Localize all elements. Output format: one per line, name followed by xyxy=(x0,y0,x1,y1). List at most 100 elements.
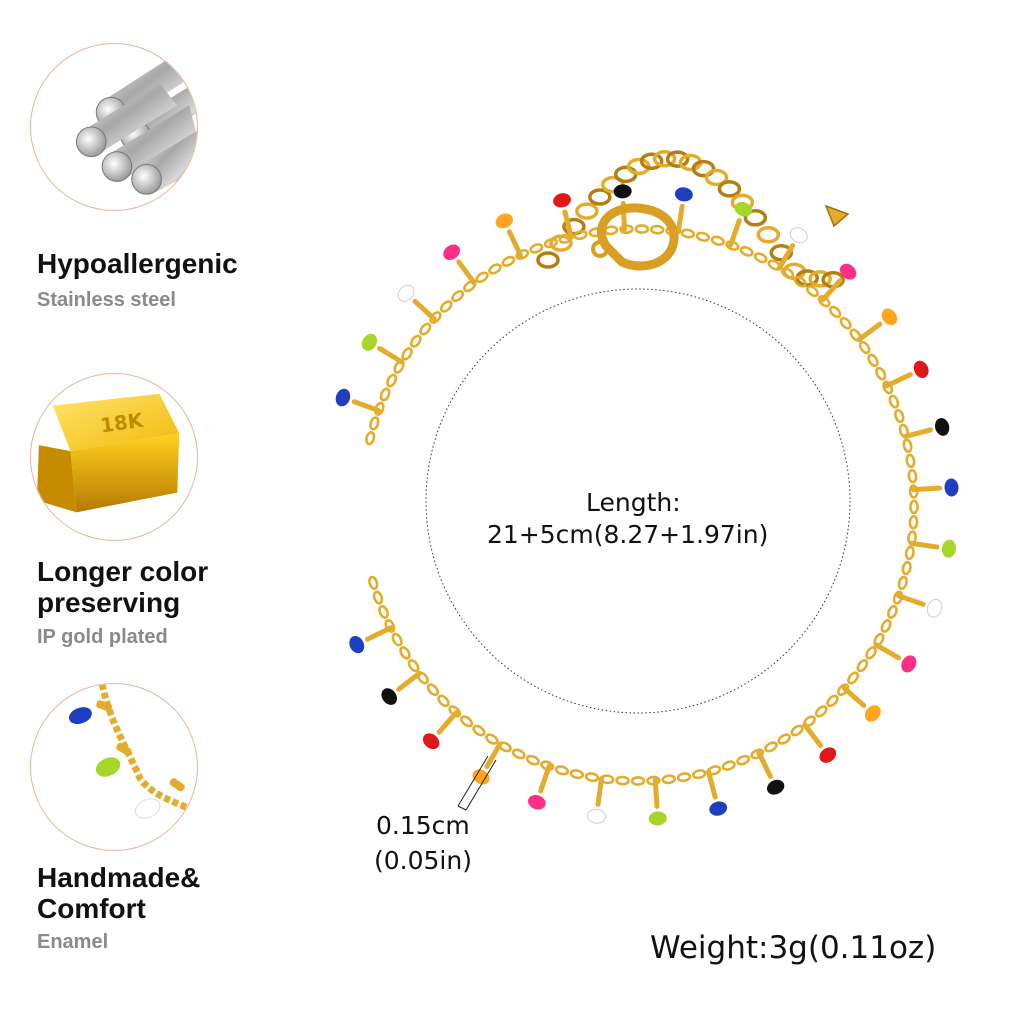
extender-link xyxy=(743,209,768,227)
extender-link xyxy=(562,217,586,236)
extender-tip xyxy=(824,204,850,228)
feature-title-color: Longer color preserving xyxy=(37,556,208,618)
enamel-charm xyxy=(495,213,513,229)
chain-link xyxy=(391,632,403,647)
feature-title-hypoallergenic: Hypoallergenic xyxy=(37,248,238,279)
charm-bail xyxy=(841,685,867,709)
chain-link xyxy=(680,228,696,239)
bracelet-illustration xyxy=(335,149,959,826)
inner-diameter-guide xyxy=(425,288,851,714)
chain-link xyxy=(419,322,432,336)
charm-bail xyxy=(595,776,604,807)
charm-bail xyxy=(908,540,940,550)
chain-link xyxy=(753,252,768,264)
enamel-charm xyxy=(674,187,693,202)
charm-bail xyxy=(675,203,685,235)
charm-bail xyxy=(911,485,943,493)
charm-bail xyxy=(412,298,437,322)
feature-title-line: Handmade& xyxy=(37,862,201,893)
extender-link xyxy=(808,270,832,288)
charm-bail xyxy=(776,243,796,271)
chain-link xyxy=(649,224,665,235)
charm-bail xyxy=(377,346,405,365)
chain-link xyxy=(905,453,916,469)
charm-bail xyxy=(364,625,394,642)
enamel-charm xyxy=(443,244,461,261)
enamel-charm xyxy=(381,688,398,705)
chain-link xyxy=(736,754,751,766)
feature-title-line: preserving xyxy=(37,587,181,618)
enamel-charm xyxy=(864,705,881,722)
chain-link xyxy=(828,305,842,319)
enamel-charm xyxy=(709,801,728,816)
enamel-chain-icon xyxy=(68,684,197,819)
chain-link xyxy=(880,619,892,633)
extension-chain xyxy=(536,149,845,289)
feature-title-text: Hypoallergenic xyxy=(37,248,238,279)
chain-link xyxy=(386,373,398,388)
steel-rods-image xyxy=(30,43,198,211)
chain-link xyxy=(409,334,422,348)
charm-bail xyxy=(506,229,523,258)
chain-link xyxy=(630,776,646,786)
enamel-charm xyxy=(527,795,546,810)
enamel-charm xyxy=(613,184,632,199)
chain-link xyxy=(573,229,588,241)
chain-link xyxy=(901,560,912,576)
enamel-charms xyxy=(335,184,959,826)
charm-bail xyxy=(562,209,574,240)
chain-link xyxy=(856,659,869,673)
length-label: Length: xyxy=(586,488,681,517)
feature-title-handmade: Handmade& Comfort xyxy=(37,862,200,924)
charm-bail xyxy=(456,259,477,286)
enamel-charm xyxy=(839,263,857,280)
chain-link xyxy=(780,267,795,279)
chain-link xyxy=(439,300,453,313)
chain-link xyxy=(907,468,918,484)
extender-link xyxy=(704,168,729,187)
chain-link xyxy=(661,774,677,785)
chain-link xyxy=(372,590,384,605)
gold-bar-icon: 18K xyxy=(36,393,180,513)
chain-link xyxy=(365,431,376,446)
chain-link xyxy=(543,237,558,249)
chain-link xyxy=(908,515,919,530)
chain-link xyxy=(615,775,630,786)
steel-rods-icon xyxy=(75,51,197,195)
extender-link xyxy=(691,159,716,178)
charm-bail xyxy=(484,741,503,770)
chain-link xyxy=(777,733,791,745)
charm-bail xyxy=(902,427,934,439)
chain-link xyxy=(897,575,908,591)
charm-bail xyxy=(538,763,552,794)
enamel-chain-image xyxy=(30,683,198,851)
feature-subtitle-enamel: Enamel xyxy=(37,931,109,953)
enamel-charm xyxy=(881,308,898,326)
extender-link xyxy=(665,150,690,168)
enamel-charm xyxy=(944,478,959,497)
charm-bail xyxy=(896,593,926,607)
chain-link xyxy=(525,754,540,766)
charm-bail xyxy=(351,399,382,414)
feature-title-line: Longer color xyxy=(37,556,209,587)
feature-subtitle-gold: IP gold plated xyxy=(37,626,168,648)
lobster-clasp xyxy=(591,203,679,271)
chain-link xyxy=(793,275,807,288)
charm-bail xyxy=(884,372,913,389)
chain-link xyxy=(529,243,544,254)
feature-subtitle-stainless: Stainless steel xyxy=(37,289,176,311)
chain-link xyxy=(739,245,754,257)
chain-link xyxy=(888,394,900,409)
chain-link xyxy=(904,545,915,561)
thickness-marker xyxy=(457,755,497,811)
chain-link xyxy=(875,366,887,381)
charm-bail xyxy=(873,642,901,661)
charm-bail xyxy=(436,710,459,735)
extender-link xyxy=(652,149,677,168)
chain-link xyxy=(764,741,778,753)
extender-link xyxy=(614,165,638,184)
chain-link xyxy=(691,769,707,780)
enamel-charm xyxy=(648,811,667,826)
chain-link xyxy=(485,733,499,745)
chain-link xyxy=(369,416,380,431)
